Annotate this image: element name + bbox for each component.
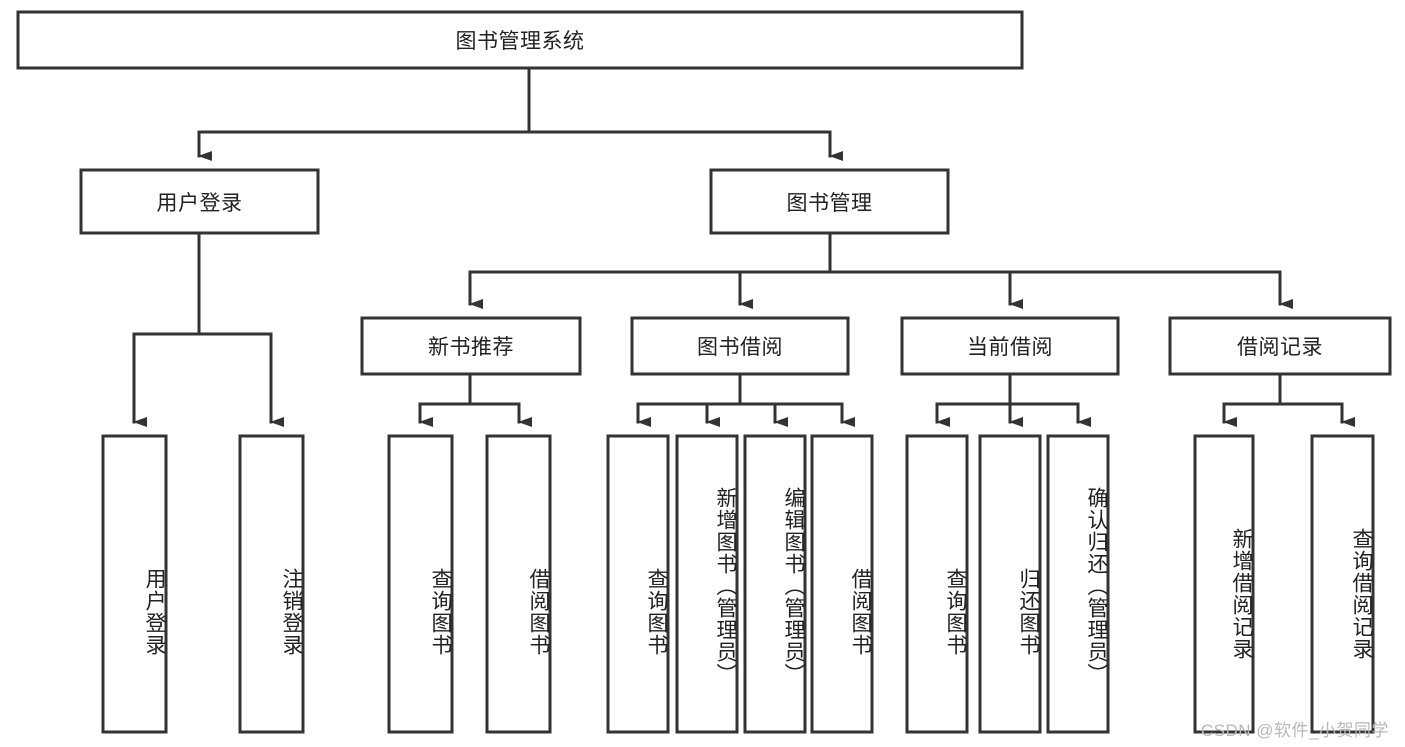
node-user-login-box[interactable] xyxy=(79,168,320,235)
node-leaf-query-record-box[interactable] xyxy=(1310,434,1375,734)
node-leaf-return-book-box[interactable] xyxy=(978,434,1042,734)
node-current-borrow-box[interactable] xyxy=(900,316,1120,376)
node-leaf-borrow-book-recommend-box[interactable] xyxy=(485,434,552,734)
node-book-borrow-box[interactable] xyxy=(630,316,850,376)
node-leaf-edit-book-box[interactable] xyxy=(743,434,807,734)
watermark-text: CSDN @软件_小贺同学 xyxy=(1200,721,1389,740)
node-leaf-confirm-return-box[interactable] xyxy=(1046,434,1110,734)
node-new-book-recommend-box[interactable] xyxy=(360,316,582,376)
node-leaf-logout-box[interactable] xyxy=(238,434,305,734)
node-leaf-add-record-box[interactable] xyxy=(1193,434,1255,734)
node-borrow-records-box[interactable] xyxy=(1168,316,1392,376)
node-book-manage-box[interactable] xyxy=(709,168,950,235)
node-leaf-borrow-book-box[interactable] xyxy=(810,434,874,734)
node-leaf-query-book-borrow-box[interactable] xyxy=(606,434,670,734)
node-leaf-query-book-current-box[interactable] xyxy=(905,434,969,734)
node-leaf-user-login-box[interactable] xyxy=(101,434,168,734)
node-leaf-query-book-recommend-box[interactable] xyxy=(387,434,454,734)
node-leaf-add-book-box[interactable] xyxy=(675,434,739,734)
node-root-box[interactable] xyxy=(16,10,1024,70)
